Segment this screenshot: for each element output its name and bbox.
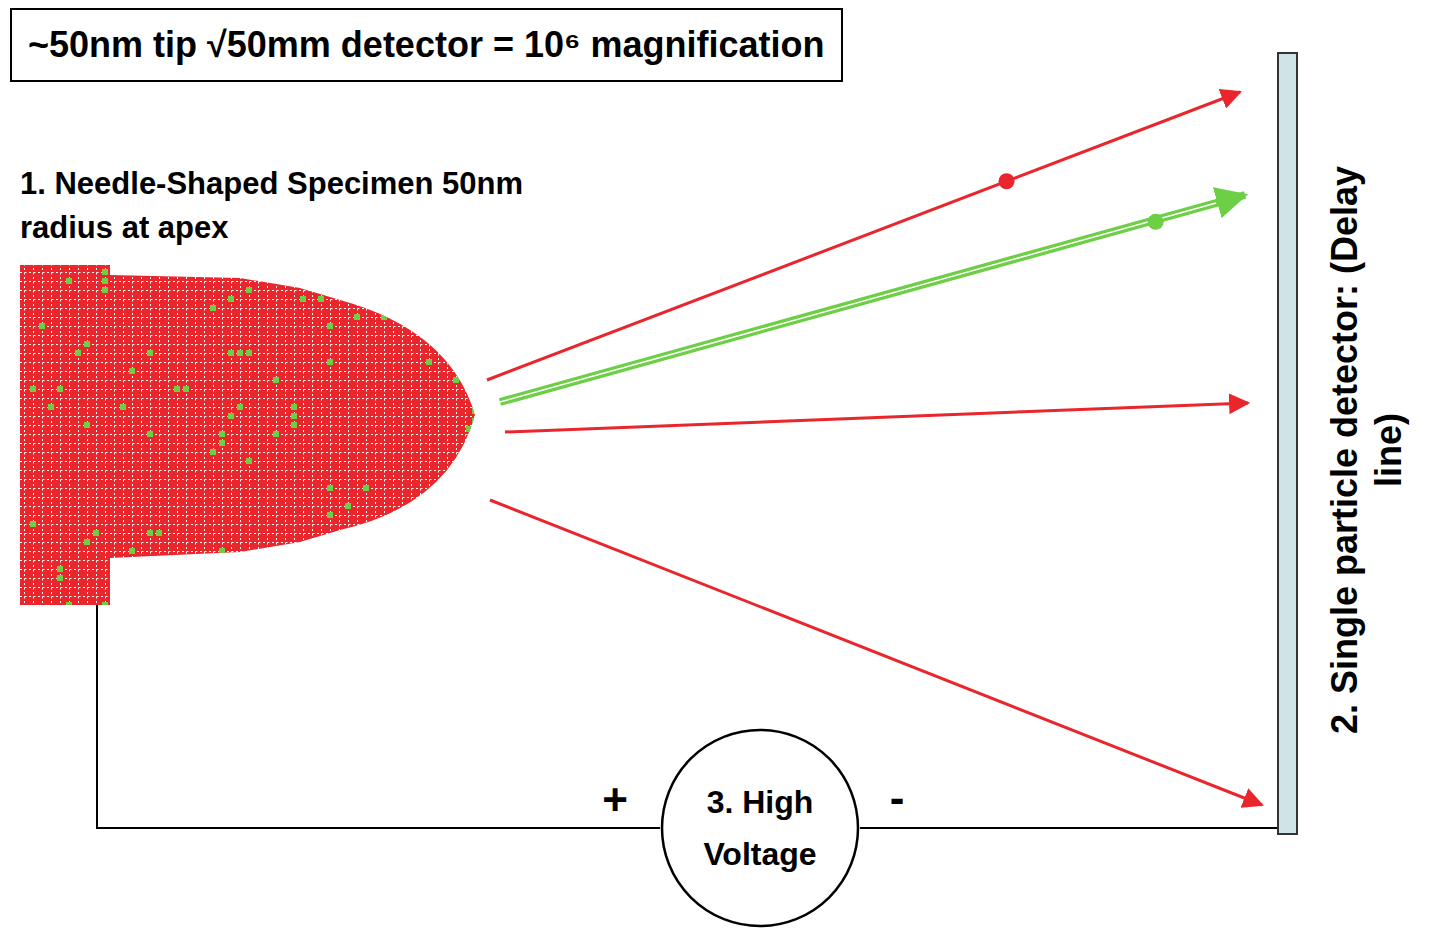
solute-atom [246, 287, 252, 293]
solute-atom [219, 548, 225, 554]
solute-atom [129, 368, 135, 374]
solute-atom [453, 332, 459, 338]
solute-atom [57, 575, 63, 581]
solute-atom [472, 418, 478, 424]
solute-atom [147, 350, 153, 356]
solute-atom [472, 408, 478, 414]
solute-atom [84, 422, 90, 428]
polarity-sign: + [602, 778, 628, 822]
ion-trajectory [490, 500, 1262, 805]
solute-atom [219, 431, 225, 437]
solute-atom [327, 485, 333, 491]
solute-atom [273, 377, 279, 383]
solute-atom [246, 350, 252, 356]
solute-atom [210, 449, 216, 455]
solute-atom [39, 323, 45, 329]
ion-trajectory [505, 403, 1248, 432]
solute-atom [147, 530, 153, 536]
solute-atom [183, 386, 189, 392]
solute-atom [102, 602, 108, 608]
solute-atom [291, 413, 297, 419]
solute-atom [48, 404, 54, 410]
solute-atom [228, 296, 234, 302]
solute-atom [93, 530, 99, 536]
polarity-sign: - [890, 776, 905, 820]
solute-atom [327, 323, 333, 329]
solute-atom [228, 557, 234, 563]
solute-atom [444, 593, 450, 599]
solute-atom [120, 404, 126, 410]
solute-atom [466, 426, 472, 432]
solute-atom [30, 386, 36, 392]
solute-atom [291, 404, 297, 410]
detector-bar [1278, 53, 1297, 834]
solute-atom [237, 350, 243, 356]
solute-atom [102, 278, 108, 284]
solute-atom [246, 458, 252, 464]
solute-atom [147, 593, 153, 599]
solute-atom [75, 350, 81, 356]
solute-atom [147, 431, 153, 437]
solute-atom [354, 314, 360, 320]
solute-atom [228, 350, 234, 356]
needle-specimen: 1. Needle-Shaped Specimen 50nm radius at… [20, 160, 490, 610]
solute-atom [156, 530, 162, 536]
solute-atom [57, 386, 63, 392]
voltage-circle [662, 730, 858, 926]
detector-plate: 2. Single particle detector: (Delay line… [1277, 52, 1427, 835]
solute-atom [129, 566, 135, 572]
ion-dot [999, 173, 1015, 189]
solute-atom [219, 440, 225, 446]
solute-atom [318, 296, 324, 302]
solute-atom [453, 377, 459, 383]
solute-atom [57, 566, 63, 572]
solute-atom [399, 314, 405, 320]
node-label: 3. High Voltage [685, 776, 835, 880]
solute-atom [228, 413, 234, 419]
solute-atom [66, 278, 72, 284]
circuit-wire [860, 827, 1277, 829]
solute-atom [345, 503, 351, 509]
solute-atom [318, 557, 324, 563]
solute-atom [327, 512, 333, 518]
solute-atom [102, 287, 108, 293]
solute-atom [426, 359, 432, 365]
solute-atom [66, 602, 72, 608]
solute-atom [237, 404, 243, 410]
high-voltage-source-outline [660, 728, 860, 928]
solute-atom [102, 269, 108, 275]
node-label: 2. Single particle detector: (Delay line… [1323, 130, 1411, 770]
solute-atom [30, 521, 36, 527]
solute-atom [381, 314, 387, 320]
high-voltage-source: 3. High Voltage [660, 728, 860, 928]
needle-lattice [20, 265, 475, 605]
ion-trajectory [487, 92, 1240, 380]
solute-atom [84, 341, 90, 347]
solute-atom [291, 422, 297, 428]
solute-atom [435, 557, 441, 563]
solute-atom [84, 539, 90, 545]
solute-atom [129, 548, 135, 554]
ion-dot [1148, 214, 1164, 230]
solute-atom [363, 485, 369, 491]
solute-atom [174, 386, 180, 392]
solute-atom [273, 278, 279, 284]
trajectory-core [500, 203, 1216, 402]
solute-atom [210, 305, 216, 311]
solute-atom [363, 485, 369, 491]
solute-atom [264, 548, 270, 554]
solute-atom [300, 296, 306, 302]
node-heading: 1. Needle-Shaped Specimen 50nm radius at… [20, 160, 560, 250]
solute-atom [273, 431, 279, 437]
solute-atom [327, 359, 333, 365]
title-box: ~50nm tip √50mm detector = 10⁶ magnifica… [10, 8, 843, 82]
ion-trajectory [500, 195, 1245, 402]
solute-atom [408, 593, 414, 599]
circuit-wire [97, 605, 660, 828]
solute-atom [291, 404, 297, 410]
